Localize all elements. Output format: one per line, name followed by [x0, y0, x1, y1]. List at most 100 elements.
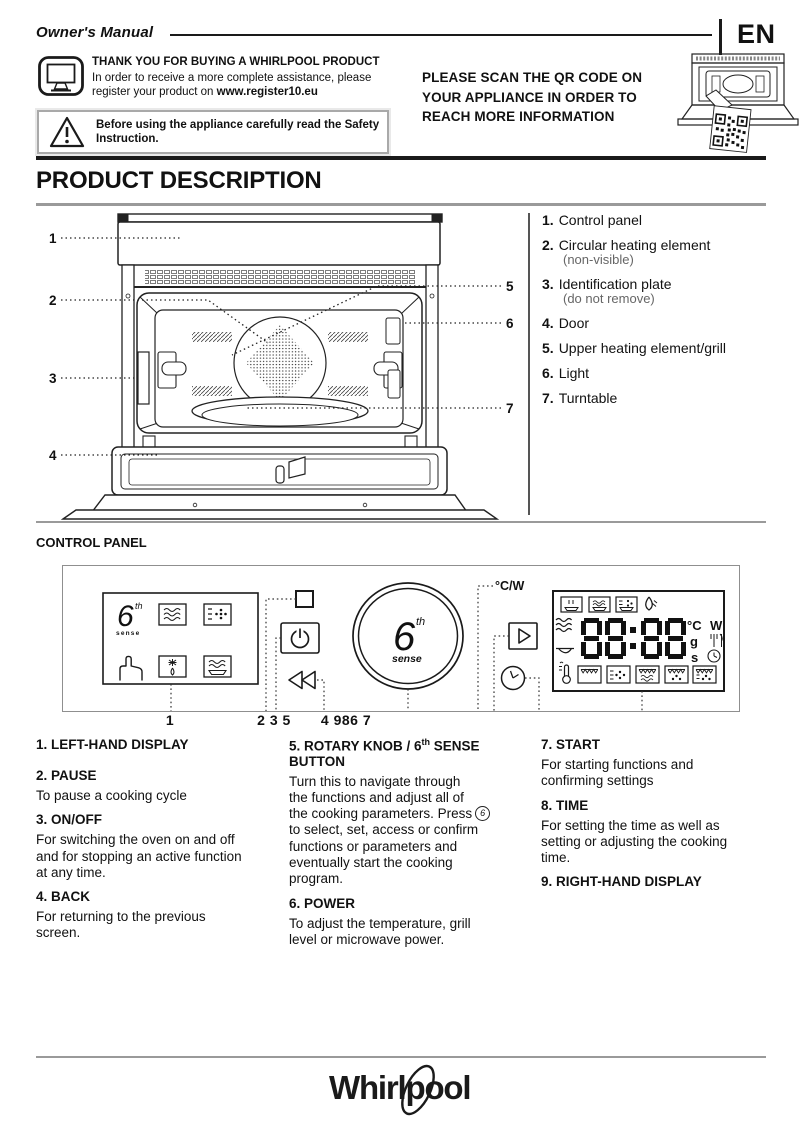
item-num: 7.: [542, 390, 554, 406]
legend-body-text: to select, set, access or confirm functi…: [289, 822, 479, 887]
svg-text:sense: sense: [116, 630, 140, 637]
item-num: 3.: [542, 276, 554, 292]
svg-text:6: 6: [117, 600, 134, 633]
item-num: 4.: [542, 315, 554, 331]
legend-column-2: 5. ROTARY KNOB / 6th SENSE BUTTON Turn t…: [289, 737, 525, 956]
svg-text:sense: sense: [392, 653, 422, 665]
svg-text:th: th: [416, 616, 425, 628]
callout-1: 1: [49, 231, 57, 246]
qr-code: [709, 105, 752, 153]
legend-title: 7. START: [541, 737, 601, 752]
function-icon-combi: [692, 665, 717, 684]
legend-column-1: 1. LEFT-HAND DISPLAY 2. PAUSE To pause a…: [36, 737, 294, 950]
figure-list-divider: [528, 213, 530, 515]
register-link[interactable]: www.register10.eu: [216, 86, 318, 98]
panel-callout-group-3: 4 986 7: [320, 712, 372, 728]
dish-icon: [556, 647, 574, 654]
item-label: Door: [558, 315, 590, 331]
safety-text: Before using the appliance carefully rea…: [96, 119, 380, 145]
panel-callout-group-2: 2 3 5: [257, 712, 291, 728]
seg-display: [581, 618, 687, 659]
unit-celsius: °C: [687, 618, 702, 633]
start-button: [508, 622, 538, 650]
legend-item: 5. ROTARY KNOB / 6th SENSE BUTTON Turn t…: [289, 737, 525, 888]
callout-2: 2: [49, 293, 57, 308]
unit-second: s: [691, 650, 698, 665]
function-icon-grill-microwave: [635, 665, 660, 684]
list-item: 3.Identification plate (do not remove): [542, 276, 774, 306]
panel-callout-group-1: 1: [165, 712, 175, 728]
thanks-body: In order to receive a more complete assi…: [92, 71, 402, 99]
thanks-title: THANK YOU FOR BUYING A WHIRLPOOL PRODUCT: [92, 56, 380, 68]
qr-message: PLEASE SCAN THE QR CODE ON YOUR APPLIANC…: [422, 70, 643, 124]
function-icon-grill-fan: [664, 665, 689, 684]
item-num: 2.: [542, 237, 554, 253]
panel-callout-leaders: [170, 585, 643, 711]
section-rule: [36, 203, 766, 206]
item-num: 6.: [542, 365, 554, 381]
legend-title: 9. RIGHT-HAND DISPLAY: [541, 874, 702, 890]
legend-title-text: 5. ROTARY KNOB / 6: [289, 738, 422, 754]
grill-dish-indicator-icon: [588, 596, 611, 613]
callout-5: 5: [506, 279, 514, 294]
item-label: Circular heating element: [558, 237, 711, 253]
legend-body-text: Turn this to navigate through the functi…: [289, 773, 473, 822]
list-item: 1.Control panel: [542, 212, 774, 228]
legend-title: 8. TIME: [541, 797, 589, 813]
whirlpool-logo: Whirlpool: [329, 1064, 472, 1116]
parts-list: 1.Control panel 2.Circular heating eleme…: [542, 212, 774, 415]
item-note: (non-visible): [563, 252, 634, 267]
item-label: Upper heating element/grill: [558, 340, 727, 356]
legend-title: 4. BACK: [36, 889, 91, 905]
defrost-icon: [203, 603, 232, 626]
legend-item: 8. TIME For setting the time as well as …: [541, 798, 781, 867]
control-panel-diagram: 6 th sense: [62, 565, 740, 712]
control-panel-art: 6 th sense: [102, 579, 725, 711]
legend-body: To adjust the temperature, grill level o…: [289, 915, 471, 947]
function-icon-grill: [577, 665, 602, 684]
svg-text:th: th: [135, 601, 143, 611]
callout-7: 7: [506, 401, 514, 416]
legend-body: For setting the time as well as setting …: [541, 817, 728, 866]
pause-button: [295, 590, 314, 608]
section-title-product-description: PRODUCT DESCRIPTION: [36, 167, 322, 194]
item-label: Control panel: [558, 212, 642, 228]
power-unit-label: °C/W: [495, 579, 524, 593]
item-label: Light: [558, 365, 590, 381]
oven-light: [385, 317, 401, 345]
section-title-control-panel: CONTROL PANEL: [36, 535, 147, 550]
callout-6: 6: [506, 316, 514, 331]
item-label: Identification plate: [558, 276, 672, 292]
header-rule: [36, 156, 766, 160]
legend-item: 1. LEFT-HAND DISPLAY: [36, 737, 294, 752]
thanks-body-text: In order to receive a more complete assi…: [92, 72, 372, 98]
safety-notice-box: Before using the appliance carefully rea…: [37, 110, 389, 154]
water-drop-icon: [645, 596, 658, 611]
warning-triangle-icon: [49, 116, 85, 148]
legend-body: Turn this to navigate through the functi…: [289, 774, 525, 888]
legend-column-3: 7. START For starting functions and conf…: [541, 737, 781, 897]
item-label: Turntable: [558, 390, 618, 406]
legend-item: 2. PAUSE To pause a cooking cycle: [36, 768, 294, 804]
microwave-icon: [158, 603, 187, 626]
language-badge: EN: [737, 19, 776, 49]
legend-title: 3. ON/OFF: [36, 812, 103, 828]
legend-body: For switching the oven on and off and fo…: [36, 832, 242, 880]
callout-3: 3: [49, 371, 57, 386]
function-icon-microwave: [606, 665, 631, 684]
oven-diagram: 1 2 3 4 5 6 7: [49, 213, 514, 520]
legend-item: 6. POWER To adjust the temperature, gril…: [289, 896, 525, 949]
legend-body: For returning to the previous screen.: [36, 909, 206, 941]
unit-gram: g: [690, 634, 698, 649]
item-num: 1.: [542, 212, 554, 228]
list-item: 2.Circular heating element (non-visible): [542, 237, 774, 267]
item-num: 5.: [542, 340, 554, 356]
legend-body: For starting functions and confirming se…: [541, 757, 694, 789]
time-button: [500, 665, 526, 691]
legend-item: 9. RIGHT-HAND DISPLAY: [541, 874, 781, 889]
item-note: (do not remove): [563, 291, 655, 306]
left-hand-display: 6 th sense: [102, 592, 259, 685]
cutlery-icon: [710, 633, 723, 647]
on-off-button: [280, 622, 320, 654]
